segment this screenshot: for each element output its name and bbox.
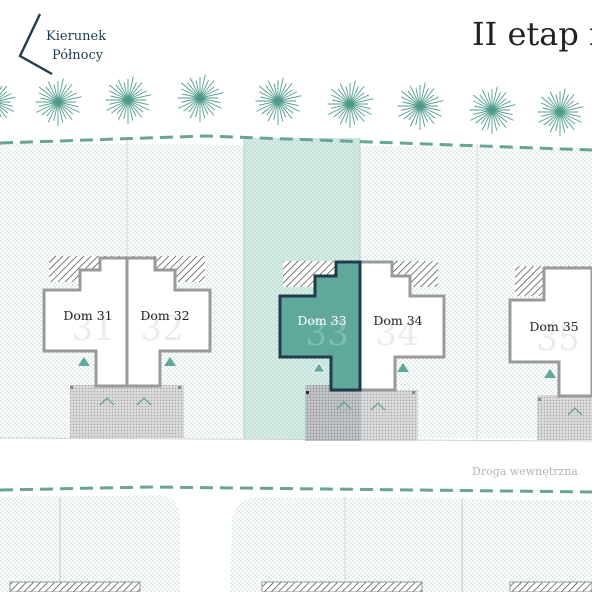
driveways (70, 385, 592, 441)
tree-icon (255, 77, 302, 125)
house-31-label: Dom 31 (63, 308, 112, 323)
tree-icon (177, 74, 224, 122)
tree-icon (327, 80, 374, 128)
bottom-boundary-line (0, 485, 592, 494)
tree-icon (537, 88, 584, 136)
compass-label-line2: Północy (52, 48, 104, 63)
house-34[interactable]: 34 Dom 34 (358, 260, 446, 394)
tree-icon (105, 76, 152, 124)
top-boundary-line (0, 134, 592, 152)
page-title: II etap i (472, 15, 592, 53)
house-32[interactable]: 32 Dom 32 (125, 256, 212, 389)
tree-icon (35, 78, 82, 126)
house-33-selected[interactable]: 33 Dom 33 (278, 260, 362, 394)
houses: 31 Dom 31 32 Dom 32 34 Dom 34 (42, 256, 592, 401)
compass-label-line1: Kierunek (46, 29, 106, 44)
house-32-number: 32 (140, 309, 183, 349)
north-arrow-icon (18, 13, 53, 76)
house-35-label: Dom 35 (529, 319, 578, 334)
house-34-label: Dom 34 (373, 313, 422, 328)
north-indicator: Kierunek Północy (18, 13, 106, 76)
house-32-label: Dom 32 (140, 308, 189, 323)
internal-road: Droga wewnętrzna (0, 437, 592, 592)
house-31-number: 31 (71, 309, 114, 349)
tree-icon (397, 82, 444, 130)
house-33-label: Dom 33 (297, 313, 346, 328)
tree-icon (0, 85, 16, 119)
tree-row (0, 74, 584, 136)
house-34-number: 34 (375, 314, 418, 354)
house-33-number: 33 (305, 314, 348, 354)
road-label: Droga wewnętrzna (472, 465, 578, 478)
house-35-number: 35 (536, 319, 579, 359)
house-31[interactable]: 31 Dom 31 (42, 256, 129, 389)
tree-icon (469, 86, 516, 134)
house-35[interactable]: 35 Dom 35 (508, 266, 592, 401)
